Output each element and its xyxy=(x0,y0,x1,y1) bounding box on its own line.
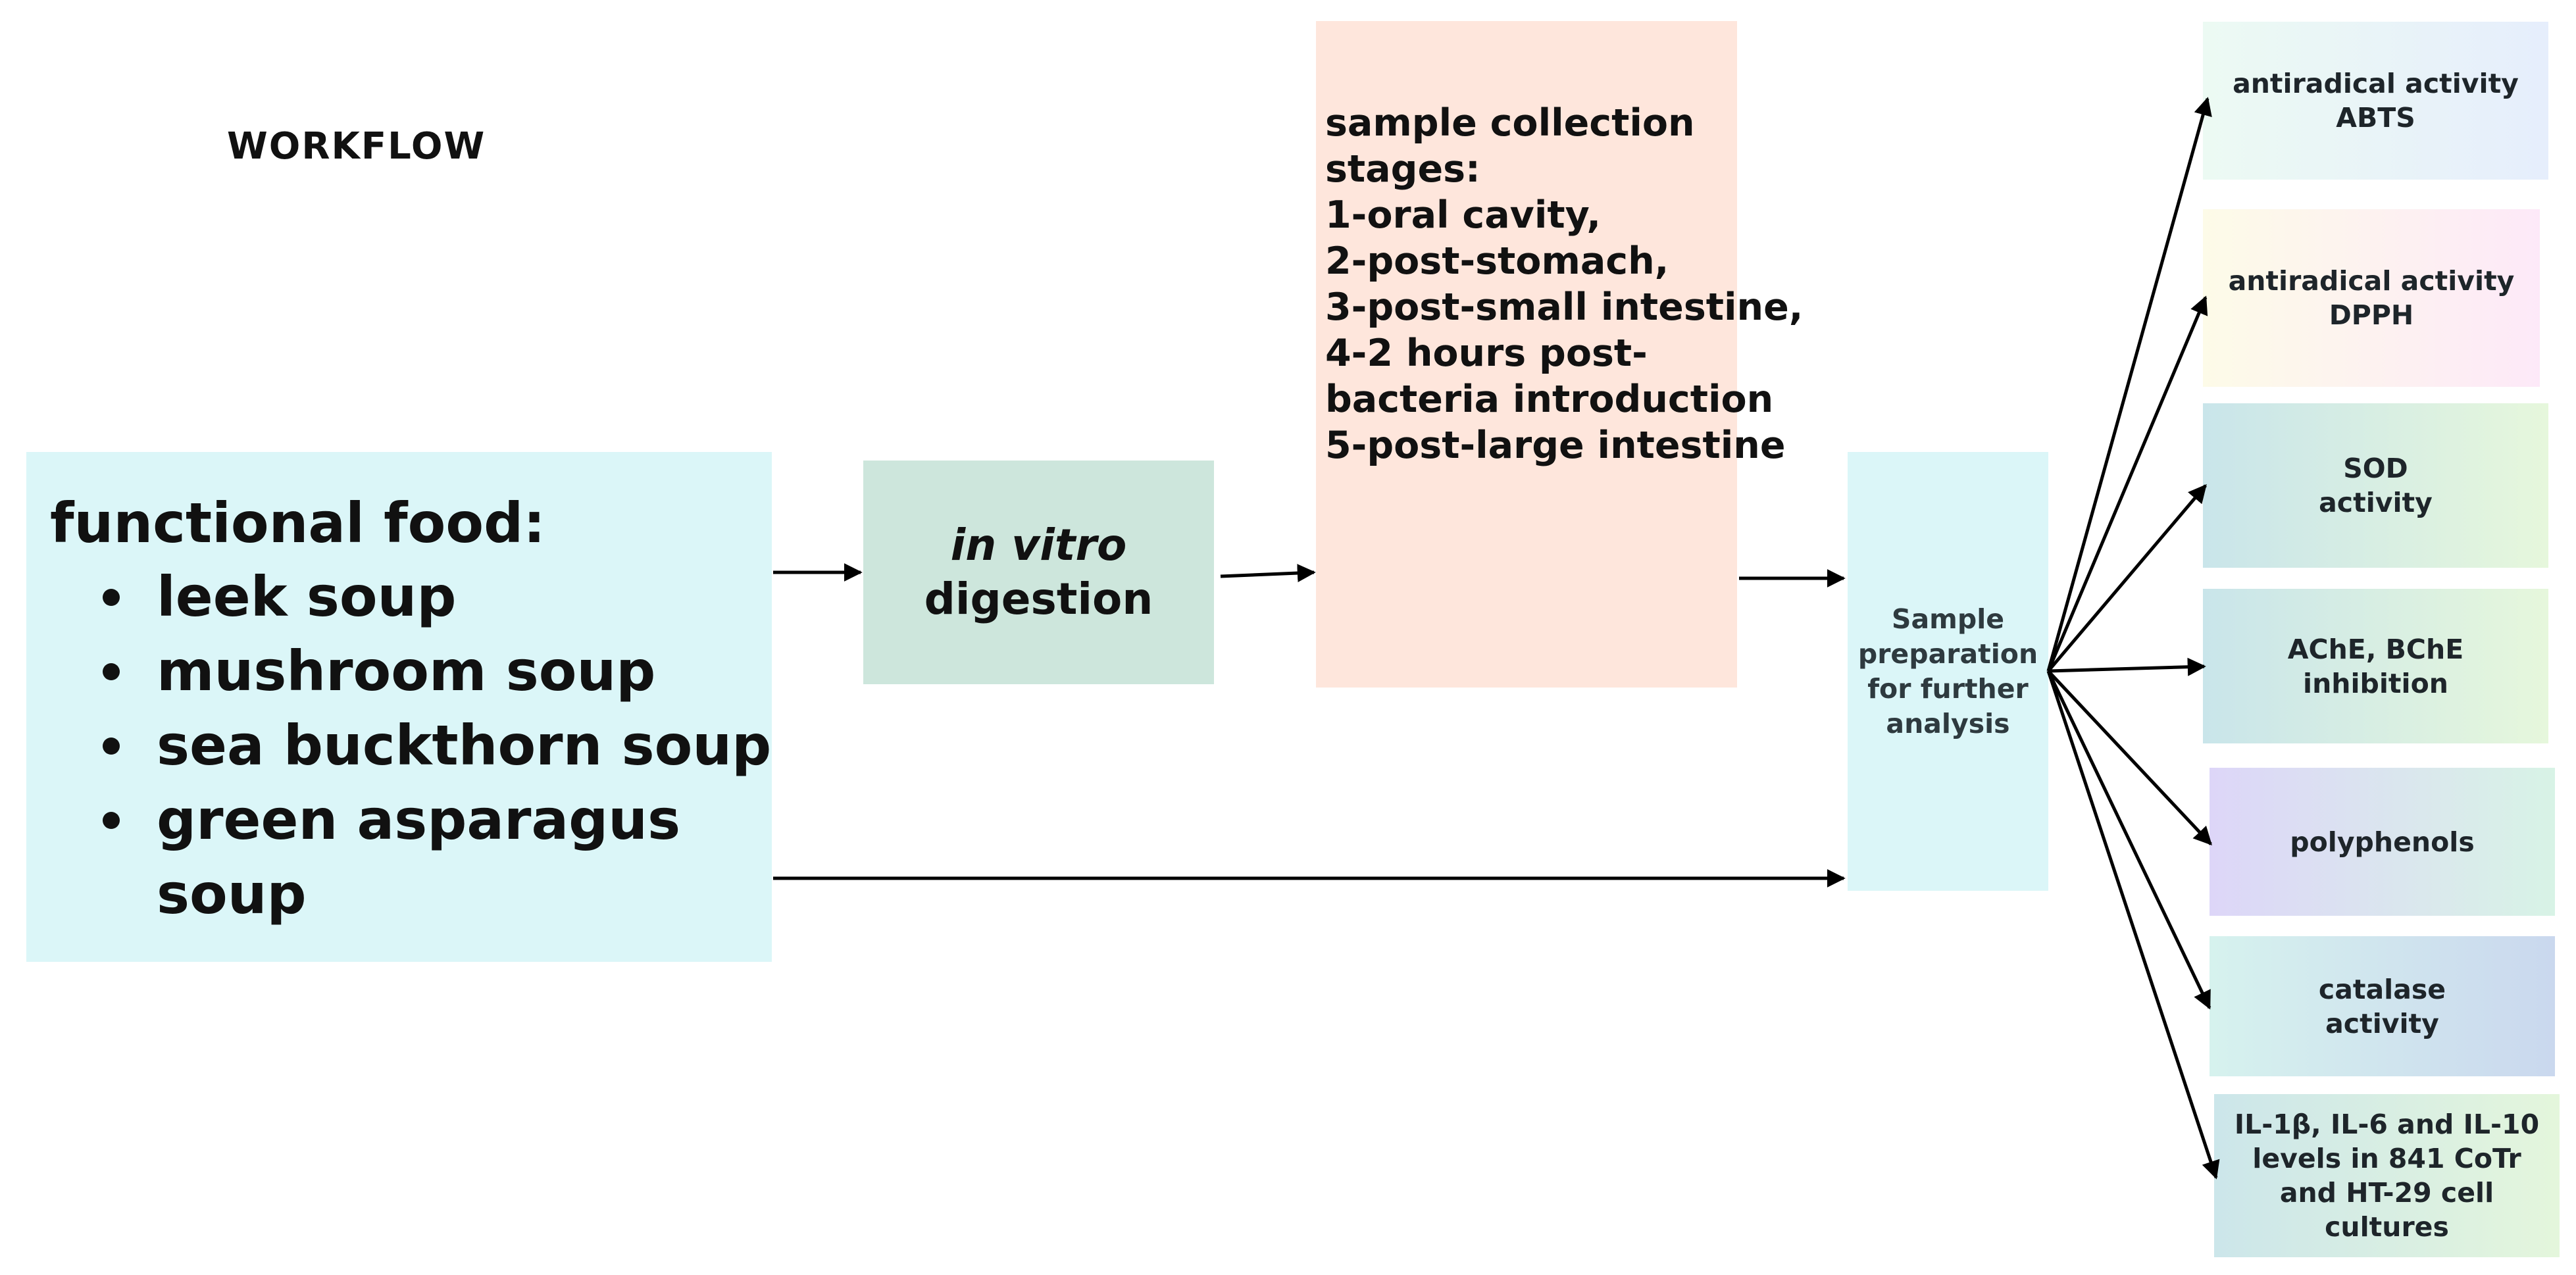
abts-analysis-box: antiradical activity ABTS xyxy=(2203,22,2548,180)
preparation-line: preparation xyxy=(1857,638,2038,670)
arrow-preparation-to-sod xyxy=(2047,484,2207,672)
arrow-preparation-to-polyphenols xyxy=(2047,670,2212,846)
soup-item-leek: leek soup xyxy=(103,560,772,634)
arrow-preparation-to-interleukin xyxy=(2046,670,2220,1180)
analysis-line: antiradical activity xyxy=(2228,265,2515,297)
collection-line: bacteria introduction xyxy=(1325,378,1774,421)
sample-preparation-text: Sample preparation for further analysis xyxy=(1858,602,2038,741)
analysis-line: AChE, BChE xyxy=(2287,633,2464,665)
polyphenols-analysis-box: polyphenols xyxy=(2210,768,2555,916)
preparation-line: analysis xyxy=(1886,707,2010,739)
analysis-line: cultures xyxy=(2325,1211,2449,1243)
analysis-line: antiradical activity xyxy=(2233,68,2519,99)
soup-list: leek soup mushroom soup sea buckthorn so… xyxy=(50,560,772,932)
analysis-line: levels in 841 CoTr xyxy=(2252,1143,2521,1174)
arrow-digestion-to-collection xyxy=(1220,564,1316,583)
collection-line: 1-oral cavity, xyxy=(1325,193,1602,237)
in-vitro-digestion-box: in vitro digestion xyxy=(863,461,1214,684)
arrow-preparation-to-abts xyxy=(2046,97,2212,672)
analysis-line: activity xyxy=(2319,487,2433,518)
ache-bche-analysis-box: AChE, BChE inhibition xyxy=(2203,589,2548,743)
preparation-line: for further xyxy=(1867,672,2029,705)
analysis-line: SOD xyxy=(2343,453,2408,484)
preparation-line: Sample xyxy=(1891,603,2005,635)
analysis-line: DPPH xyxy=(2329,299,2414,331)
collection-line: 4-2 hours post- xyxy=(1325,332,1648,375)
analysis-line: inhibition xyxy=(2303,667,2448,699)
analysis-line: and HT-29 cell xyxy=(2279,1177,2494,1209)
arrow-preparation-to-dpph xyxy=(2046,295,2208,672)
collection-line: sample collection xyxy=(1325,101,1695,145)
analysis-line: polyphenols xyxy=(2290,826,2475,858)
functional-food-heading: functional food: xyxy=(50,491,545,555)
dpph-analysis-box: antiradical activity DPPH xyxy=(2203,209,2540,387)
catalase-analysis-box: catalase activity xyxy=(2210,936,2555,1076)
analysis-line: ABTS xyxy=(2336,102,2415,134)
analysis-line: catalase xyxy=(2318,973,2446,1005)
sample-collection-box: sample collection stages: 1-oral cavity,… xyxy=(1316,21,1804,688)
soup-item-green-asparagus: green asparagus soup xyxy=(103,783,772,932)
collection-line: stages: xyxy=(1325,147,1480,191)
soup-item-mushroom: mushroom soup xyxy=(103,634,772,709)
sample-preparation-box: Sample preparation for further analysis xyxy=(1848,452,2048,891)
workflow-title: WORKFLOW xyxy=(227,125,486,168)
sod-analysis-box: SOD activity xyxy=(2203,403,2548,568)
analysis-line: IL-1β, IL-6 and IL-10 xyxy=(2234,1109,2540,1140)
collection-line: 3-post-small intestine, xyxy=(1325,286,1804,329)
arrow-preparation-to-ache xyxy=(2048,657,2206,676)
interleukin-analysis-box: IL-1β, IL-6 and IL-10 levels in 841 CoTr… xyxy=(2214,1094,2560,1257)
collection-line: 5-post-large intestine xyxy=(1325,424,1786,467)
analysis-line: activity xyxy=(2325,1007,2439,1039)
digestion-label: digestion xyxy=(924,574,1153,624)
digestion-italic-label: in vitro xyxy=(950,520,1127,570)
soup-item-sea-buckthorn: sea buckthorn soup xyxy=(103,709,772,783)
arrow-preparation-to-catalase xyxy=(2046,670,2211,1010)
collection-line: 2-post-stomach, xyxy=(1325,239,1669,283)
functional-food-box: functional food: leek soup mushroom soup… xyxy=(26,452,772,962)
